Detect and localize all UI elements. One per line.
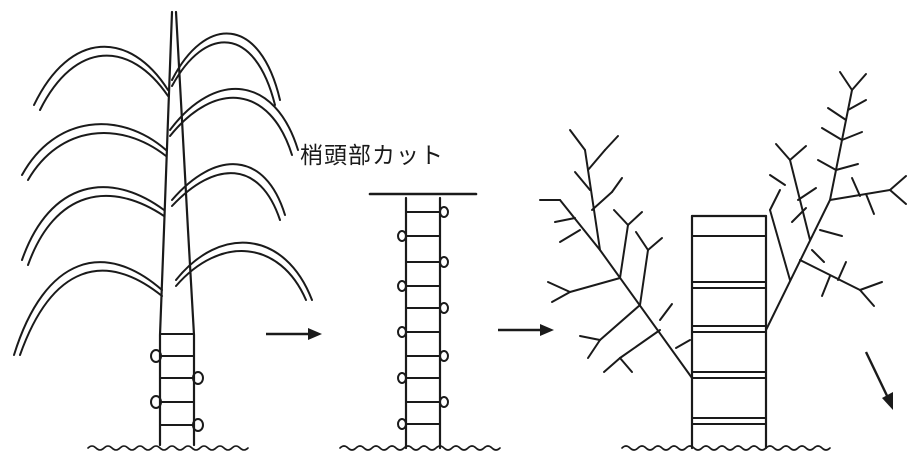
cut-stem-nodes (405, 211, 441, 425)
cut-caption: 梢頭部カット (300, 143, 444, 169)
plant-culm-right (174, 10, 196, 447)
plant-nodes (159, 333, 195, 426)
plant-ground (87, 445, 249, 451)
cut-stem (339, 192, 501, 451)
arrow-1 (266, 328, 322, 340)
plant-buds (150, 349, 204, 432)
cut-stem-buds (397, 206, 449, 430)
sugarcane-plant (13, 10, 313, 451)
left-branches (539, 129, 693, 379)
arrow-2 (498, 324, 554, 336)
plant-leaves (13, 32, 313, 356)
cut-stem-ground (339, 445, 501, 451)
arrow-3 (864, 351, 893, 410)
branching-stem (539, 71, 907, 451)
branching-stem-ground (621, 445, 831, 451)
right-branches (765, 71, 907, 331)
plant-culm (158, 10, 174, 447)
branching-stem-nodes (691, 235, 767, 425)
